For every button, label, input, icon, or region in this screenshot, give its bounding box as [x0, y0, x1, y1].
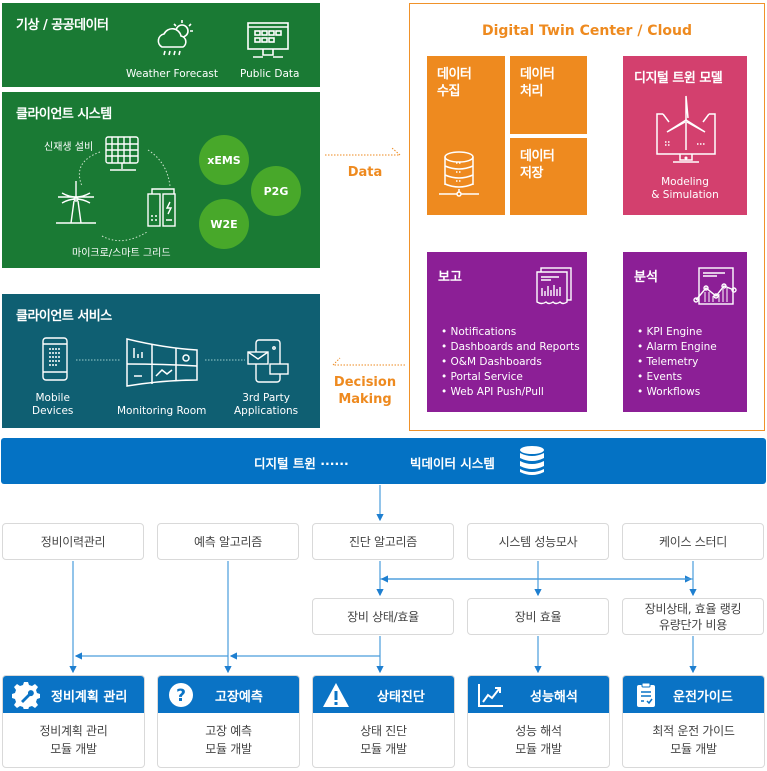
microgrid-label: 마이크로/스마트 그리드 — [72, 248, 171, 259]
question-circle-icon: ? — [169, 683, 193, 707]
module-body: 정비계획 관리 모듈 개발 — [39, 724, 108, 756]
wind-turbine-icon — [56, 181, 96, 224]
mobile-devices-label: Mobile Devices — [32, 392, 74, 417]
trend-chart-icon — [478, 684, 503, 707]
third-party-apps-label: 3rd Party Applications — [234, 392, 299, 417]
analysis-title: 분석 — [634, 270, 658, 285]
monitor-grid-icon — [247, 22, 289, 58]
analysis-list: KPI Engine Alarm Engine Telemetry Events… — [637, 325, 717, 400]
weather-panel-title: 기상 / 공공데이터 — [16, 18, 109, 33]
digital-twin-model-title: 디지털 트윈 모델 — [634, 71, 723, 86]
client-service-title: 클라이언트 서비스 — [16, 309, 112, 324]
module-operation-guide: 운전가이드 최적 운전 가이드 모듈 개발 — [622, 675, 765, 768]
mobile-device-icon — [42, 337, 68, 381]
solar-panel-icon — [105, 136, 139, 171]
digital-twin-model-box: 디지털 트윈 모델 Modeling & Simulation — [623, 56, 747, 215]
microgrid-cycle-line — [78, 149, 171, 242]
bigdata-system-label: 빅데이터 시스템 — [410, 456, 495, 471]
data-store-box: 데이터 저장 — [510, 138, 587, 215]
module-header: 성능해석 — [468, 676, 609, 713]
algorithm-box-case-study: 케이스 스터디 — [622, 523, 764, 560]
module-header: ? 고장예측 — [158, 676, 299, 713]
client-service-panel: 클라이언트 서비스 Mobile Devices Monitoring Room… — [2, 294, 320, 428]
weather-forecast-label: Weather Forecast — [126, 68, 218, 80]
dotted-connector-1 — [76, 359, 121, 361]
module-status-diagnosis: 상태진단 상태 진단 모듈 개발 — [312, 675, 455, 768]
intermediate-box-ranking-cost: 장비상태, 효율 랭킹 유량단가 비용 — [622, 598, 764, 635]
data-flow-line — [325, 147, 402, 156]
analysis-chart-icon — [693, 267, 737, 305]
clipboard-check-icon — [637, 682, 655, 707]
algorithm-box-system-simulation: 시스템 성능모사 — [467, 523, 609, 560]
module-body: 상태 진단 모듈 개발 — [360, 724, 407, 756]
digital-twin-center-title: Digital Twin Center / Cloud — [481, 23, 692, 39]
report-list: Notifications Dashboards and Reports O&M… — [441, 325, 580, 400]
client-system-title: 클라이언트 시스템 — [16, 107, 112, 122]
public-data-label: Public Data — [240, 68, 300, 80]
module-header: 정비계획 관리 — [3, 676, 144, 713]
module-body: 고장 예측 모듈 개발 — [205, 724, 252, 756]
algorithm-box-prediction: 예측 알고리즘 — [157, 523, 299, 560]
decision-making-label: Decision Making — [333, 375, 397, 407]
intermediate-box-efficiency: 장비 효율 — [467, 598, 609, 635]
module-body: 성능 해석 모듈 개발 — [515, 724, 562, 756]
module-failure-prediction: ? 고장예측 고장 예측 모듈 개발 — [157, 675, 300, 768]
data-collect-box: 데이터 수집 — [427, 56, 505, 215]
data-process-box: 데이터 처리 — [510, 56, 587, 134]
report-box: 보고 Notifications Dashboards and Reports … — [427, 252, 587, 412]
monitoring-room-icon — [126, 338, 198, 387]
modeling-simulation-caption: Modeling & Simulation — [651, 176, 719, 201]
intermediate-box-status-efficiency: 장비 상태/효율 — [312, 598, 454, 635]
module-maintenance-plan: 정비계획 관리 정비계획 관리 모듈 개발 — [2, 675, 145, 768]
module-body: 최적 운전 가이드 모듈 개발 — [652, 724, 735, 756]
dotted-connector-2 — [205, 359, 245, 361]
module-header: 상태진단 — [313, 676, 454, 713]
turbine-monitor-icon — [656, 95, 716, 163]
bigdata-system-bar: 디지털 트윈 ······ 빅데이터 시스템 — [1, 438, 766, 484]
w2e-circle: W2E — [199, 199, 249, 249]
xems-circle: xEMS — [199, 135, 249, 185]
algorithm-box-diagnosis: 진단 알고리즘 — [312, 523, 454, 560]
gear-wrench-icon — [12, 682, 40, 709]
weather-panel: 기상 / 공공데이터 Weather Forecast Public Data — [2, 3, 320, 87]
renewable-label: 신재생 설비 — [44, 142, 94, 153]
module-performance-analysis: 성능해석 성능 해석 모듈 개발 — [467, 675, 610, 768]
digital-twin-label: 디지털 트윈 ······ — [254, 456, 349, 471]
report-document-icon — [536, 267, 572, 305]
module-header: 운전가이드 — [623, 676, 764, 713]
weather-cloud-sun-rain-icon — [157, 20, 193, 56]
algorithm-box-maintenance-history: 정비이력관리 — [2, 523, 144, 560]
battery-icon — [147, 188, 176, 227]
decision-flow-line — [331, 357, 405, 366]
database-stack-icon — [520, 446, 544, 475]
p2g-circle: P2G — [251, 166, 301, 216]
monitoring-room-label: Monitoring Room — [117, 405, 207, 417]
database-icon — [439, 151, 479, 197]
svg-text:?: ? — [176, 686, 186, 706]
client-system-panel: 클라이언트 시스템 신재생 설비 마이크로/스마트 그리드 xEMS P2G W… — [2, 92, 320, 268]
data-flow-label: Data — [347, 165, 383, 180]
analysis-box: 분석 KPI Engine Alarm Engine Telemetry Eve… — [623, 252, 747, 412]
third-party-apps-icon — [247, 339, 289, 383]
report-title: 보고 — [438, 270, 462, 285]
warning-triangle-icon — [323, 683, 349, 707]
